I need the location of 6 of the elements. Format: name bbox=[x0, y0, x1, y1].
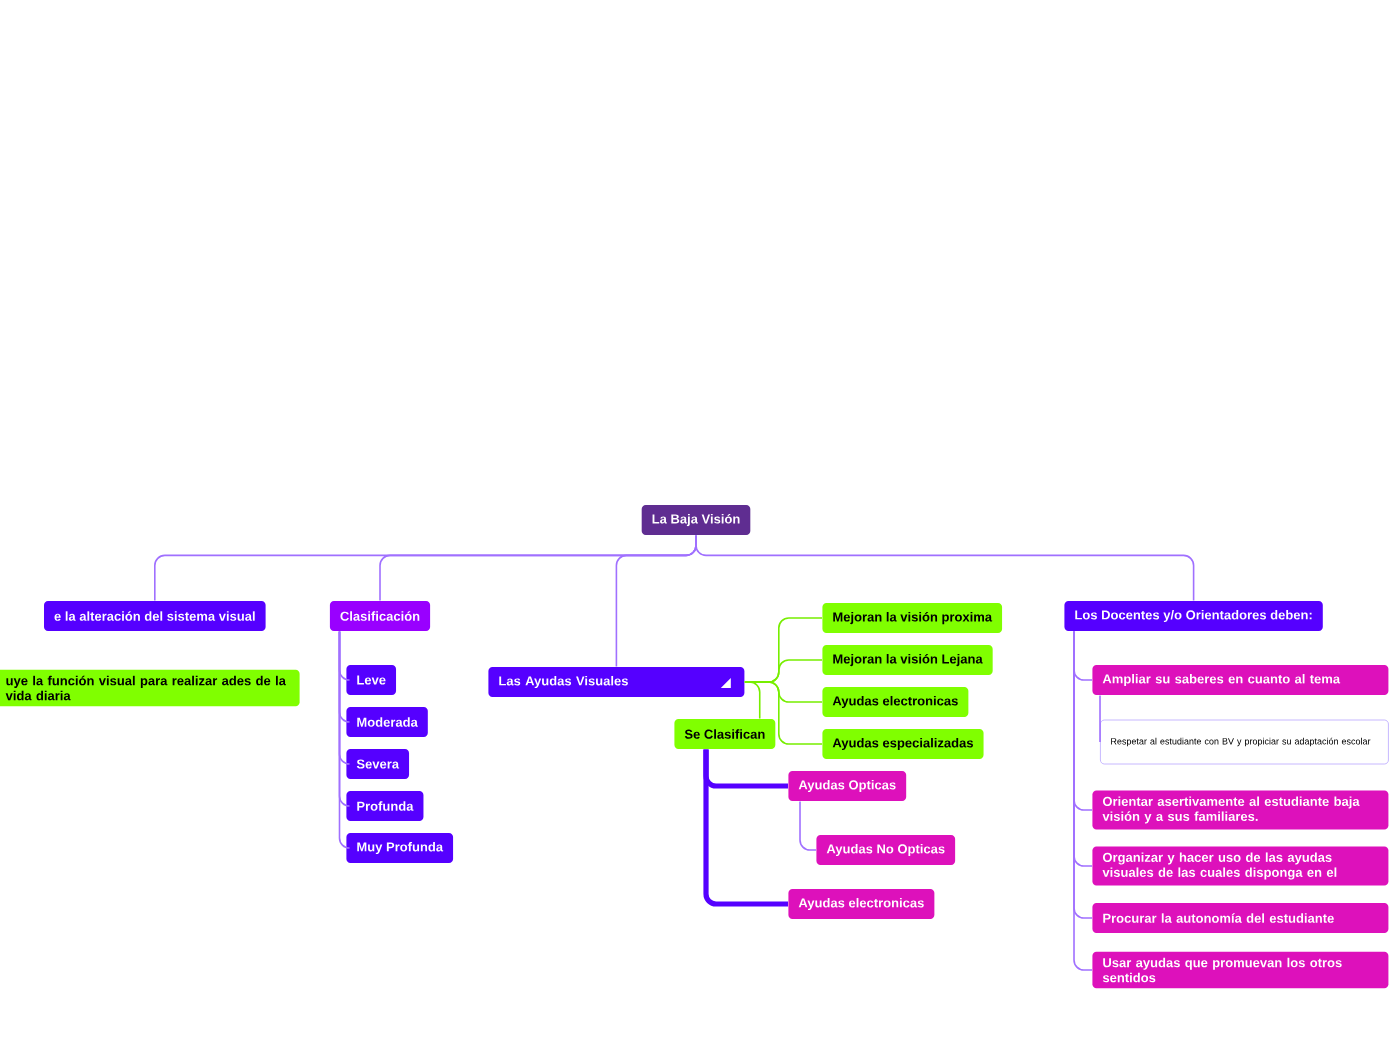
connector-line bbox=[703, 749, 788, 907]
connector-line bbox=[695, 534, 1195, 602]
connector-line bbox=[799, 800, 817, 851]
connector-line bbox=[744, 681, 823, 745]
connector-line bbox=[1099, 694, 1101, 743]
connector-line bbox=[338, 630, 351, 849]
